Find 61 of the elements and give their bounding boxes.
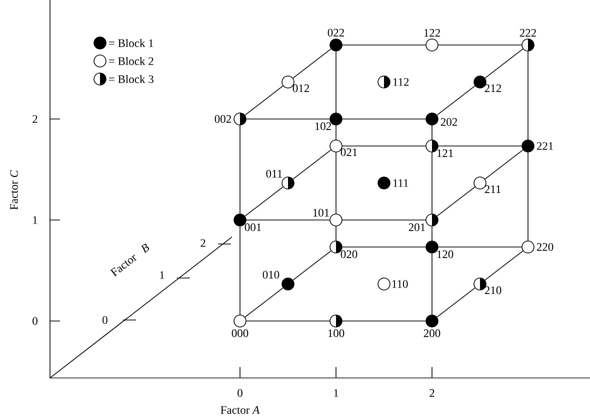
- point-label: 112: [393, 78, 409, 86]
- point-label: 002: [214, 115, 231, 123]
- tick-label: 0: [32, 317, 38, 325]
- line: [484, 150, 524, 180]
- line: [246, 320, 330, 322]
- axis-title: Factor C: [10, 170, 18, 210]
- point-label: 100: [328, 329, 344, 338]
- point-label: 022: [328, 28, 344, 37]
- point-label: 020: [340, 250, 358, 258]
- line: [244, 186, 284, 216]
- point-label: 021: [340, 148, 357, 156]
- line: [342, 44, 426, 46]
- point-label: 000: [232, 329, 248, 338]
- line: [484, 48, 524, 78]
- line: [484, 250, 524, 280]
- axis-title: Factor A: [220, 406, 260, 414]
- point-label: 102: [315, 122, 331, 130]
- line: [292, 150, 332, 180]
- legend-text: = Block 1: [108, 38, 154, 48]
- line: [438, 246, 522, 248]
- tick-label: 0: [238, 389, 242, 397]
- line: [244, 288, 284, 318]
- point-label: 122: [424, 28, 440, 37]
- tick-label: 2: [200, 239, 206, 247]
- point-label: 222: [520, 28, 536, 37]
- line: [342, 246, 426, 248]
- line: [436, 288, 476, 318]
- line: [292, 48, 332, 78]
- tick-label: 1: [334, 389, 338, 397]
- point-label: 121: [437, 149, 453, 157]
- line: [436, 186, 476, 216]
- legend-text: = Block 3: [108, 74, 154, 84]
- point-label: 202: [440, 118, 457, 126]
- point-label: 212: [484, 84, 501, 92]
- line: [438, 44, 522, 46]
- point-label: 011: [266, 170, 282, 178]
- line: [292, 250, 332, 280]
- point-label: 010: [262, 270, 280, 279]
- line: [436, 86, 476, 116]
- line: [342, 320, 426, 322]
- line: [342, 118, 426, 120]
- point-label: 120: [437, 250, 454, 258]
- point-label: 200: [424, 329, 440, 338]
- point-label: 110: [392, 280, 408, 288]
- point-label: 221: [536, 142, 553, 150]
- point-label: 210: [484, 286, 502, 294]
- legend-text: = Block 2: [108, 56, 154, 66]
- point-label: 201: [408, 223, 425, 232]
- tick-label: 1: [160, 271, 164, 279]
- tick-label: 1: [33, 216, 38, 224]
- point-label: 220: [536, 243, 554, 251]
- point-label: 101: [313, 208, 329, 217]
- point-label: 111: [393, 179, 408, 187]
- line: [244, 86, 284, 116]
- tick-label: 2: [32, 115, 38, 123]
- tick-label: 0: [102, 316, 108, 324]
- tick-label: 2: [430, 389, 434, 397]
- point-label: 211: [484, 185, 501, 193]
- line: [246, 118, 330, 120]
- point-label: 012: [292, 84, 310, 92]
- point-label: 001: [244, 223, 261, 232]
